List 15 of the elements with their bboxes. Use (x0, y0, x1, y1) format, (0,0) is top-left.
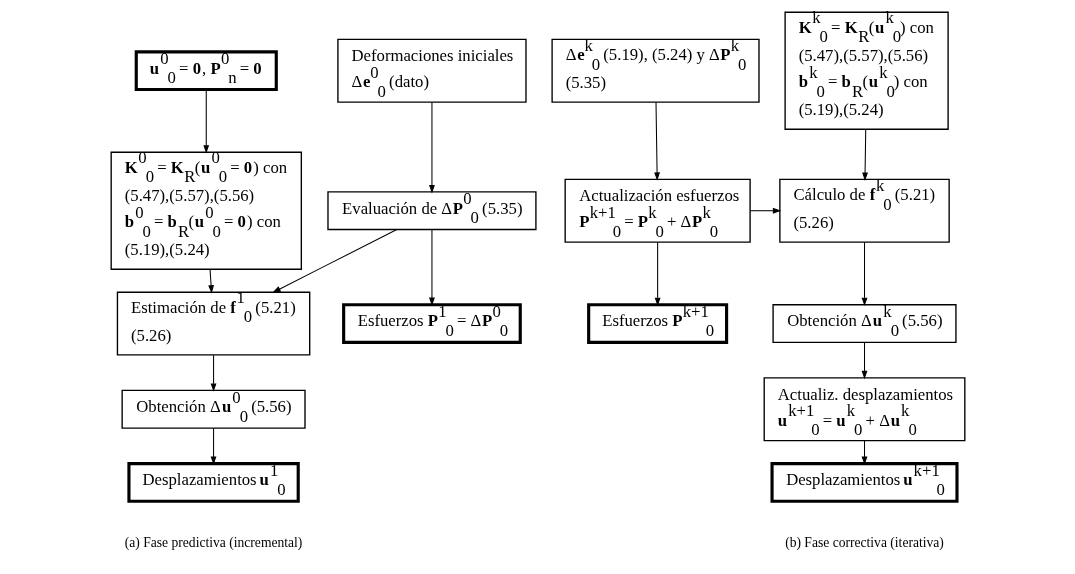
arrow (861, 241, 867, 307)
arrow (428, 229, 435, 306)
label: (b) Fase correctiva (iterativa) (784, 534, 944, 550)
arrow (210, 354, 216, 392)
arrow (271, 229, 397, 293)
arrow (654, 241, 661, 307)
arrow (653, 101, 660, 181)
label: (a) Fase predictiva (incremental) (124, 534, 302, 550)
arrow (861, 342, 867, 380)
arrow (861, 128, 868, 181)
arrow (207, 268, 214, 294)
arrow (210, 427, 216, 465)
arrow (749, 207, 781, 214)
arrow (202, 89, 209, 154)
arrow (428, 101, 435, 194)
